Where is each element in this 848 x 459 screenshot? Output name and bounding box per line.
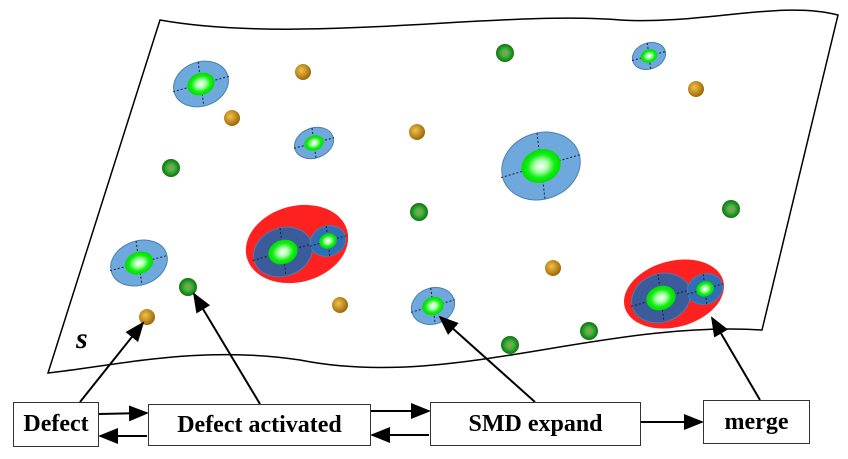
smd-regions — [109, 41, 724, 326]
smd-region — [631, 41, 667, 71]
state-defect-activated: Defect activated — [148, 404, 371, 446]
smd-region — [410, 286, 456, 326]
smd-region — [293, 126, 335, 160]
state-smd-expand: SMD expand — [430, 402, 641, 446]
activated-defects — [162, 44, 740, 354]
smd-region — [172, 60, 230, 108]
smd-region — [630, 272, 692, 324]
smd-region — [252, 226, 314, 278]
surface-label: s — [76, 322, 88, 355]
state-defect: Defect — [13, 402, 99, 447]
flow-arrows — [79, 292, 761, 444]
smd-region — [686, 273, 724, 305]
smd-region — [109, 239, 169, 287]
defects — [139, 64, 704, 325]
smd-region — [500, 131, 582, 201]
smd-region — [309, 225, 347, 257]
state-merge: merge — [703, 400, 810, 444]
